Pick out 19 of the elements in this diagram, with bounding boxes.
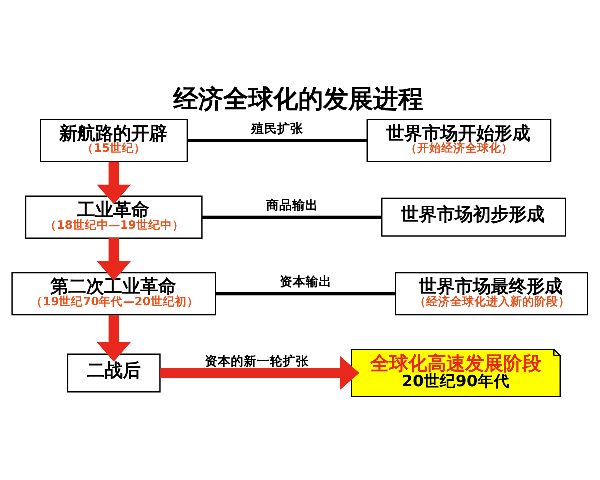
- node-box: 世界市场最终形成 （经济全球化进入新的阶段）: [395, 272, 588, 316]
- edge-label: 殖民扩张: [252, 120, 304, 136]
- edge-label: 商品输出: [266, 197, 318, 212]
- edge-label: 资本的新一轮扩张: [205, 352, 310, 368]
- node-box: 工业革命 （18世纪中—19世纪中）: [25, 195, 203, 239]
- arrow: [160, 356, 360, 390]
- connector: [216, 292, 396, 296]
- node-box: 世界市场初步形成: [381, 197, 566, 236]
- node-box: 二战后: [67, 353, 161, 392]
- arrow: [97, 238, 132, 280]
- arrow: [97, 161, 132, 204]
- diagram-title: 经济全球化的发展进程: [174, 84, 424, 113]
- node-box: 世界市场开始形成 （开始经济全球化）: [366, 118, 552, 162]
- node-box: 第二次工业革命 （19世纪70年代—20世纪初）: [12, 272, 216, 316]
- edge-label: 资本输出: [280, 274, 332, 289]
- connector: [202, 215, 382, 218]
- arrow: [97, 314, 132, 362]
- node-box: 新航路的开辟 （15世纪）: [40, 118, 188, 162]
- connector: [188, 138, 368, 142]
